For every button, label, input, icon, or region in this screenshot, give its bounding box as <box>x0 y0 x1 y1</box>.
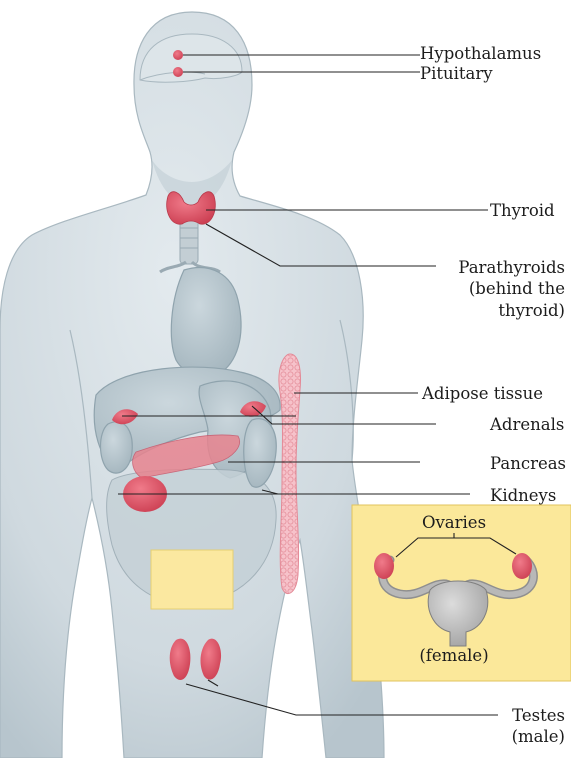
label-female: (female) <box>404 646 504 665</box>
pituitary-gland <box>173 67 183 77</box>
heart <box>171 268 241 376</box>
label-pituitary: Pituitary <box>420 64 493 83</box>
label-kidneys: Kidneys <box>490 486 556 505</box>
label-pancreas: Pancreas <box>490 454 566 473</box>
label-ovaries: Ovaries <box>404 513 504 532</box>
label-testes-note: (male) <box>512 727 565 746</box>
pelvis-cover-box <box>151 550 233 609</box>
label-thyroid: Thyroid <box>490 201 555 220</box>
label-parathyroids-note-2: thyroid) <box>498 301 565 320</box>
hypothalamus-gland <box>173 50 183 60</box>
label-testes: Testes <box>512 706 565 725</box>
label-hypothalamus: Hypothalamus <box>420 44 541 63</box>
label-adipose-tissue: Adipose tissue <box>422 384 543 403</box>
label-adrenals: Adrenals <box>490 415 564 434</box>
label-parathyroids: Parathyroids <box>458 258 565 277</box>
label-parathyroids-note-1: (behind the <box>469 279 565 298</box>
